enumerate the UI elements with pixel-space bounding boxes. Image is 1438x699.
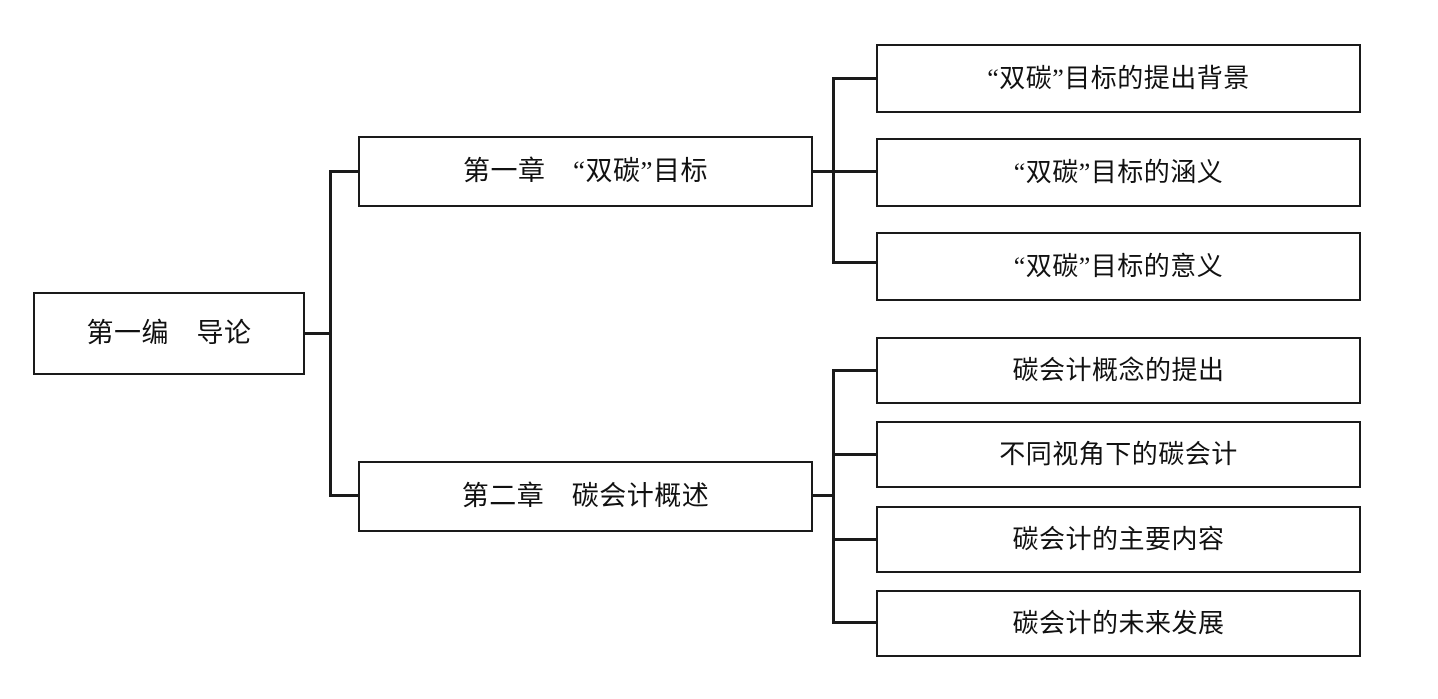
node-leaf-5: 碳会计的主要内容 [876,506,1361,573]
node-root: 第一编 导论 [33,292,305,375]
connector-leaf-0 [832,77,878,80]
node-chapter-2: 第二章 碳会计概述 [358,461,813,532]
node-root-label: 第一编 导论 [86,318,252,348]
node-leaf-3: 碳会计概念的提出 [876,337,1361,404]
node-leaf-2-label: “双碳”目标的意义 [1013,251,1224,281]
node-leaf-0: “双碳”目标的提出背景 [876,44,1361,113]
connector-chapter-1-stub [812,170,835,173]
node-chapter-1: 第一章 “双碳”目标 [358,136,813,207]
node-leaf-5-label: 碳会计的主要内容 [1012,524,1225,554]
connector-branch-chapter-2 [329,494,360,497]
node-leaf-1: “双碳”目标的涵义 [876,138,1361,207]
connector-trunk-main [329,170,332,497]
connector-leaf-3 [832,369,878,372]
node-leaf-6-label: 碳会计的未来发展 [1012,608,1225,638]
connector-trunk-chapter-2 [832,369,835,624]
node-leaf-3-label: 碳会计概念的提出 [1012,355,1225,385]
node-leaf-0-label: “双碳”目标的提出背景 [987,63,1250,93]
connector-leaf-1 [832,170,878,173]
connector-leaf-4 [832,453,878,456]
node-leaf-1-label: “双碳”目标的涵义 [1013,157,1224,187]
node-leaf-2: “双碳”目标的意义 [876,232,1361,301]
connector-branch-chapter-1 [329,170,360,173]
connector-root-stub [305,332,332,335]
connector-leaf-6 [832,621,878,624]
node-chapter-2-label: 第二章 碳会计概述 [461,481,710,511]
node-leaf-6: 碳会计的未来发展 [876,590,1361,657]
node-leaf-4: 不同视角下的碳会计 [876,421,1361,488]
connector-leaf-2 [832,261,878,264]
node-chapter-1-label: 第一章 “双碳”目标 [463,156,708,186]
connector-leaf-5 [832,538,878,541]
node-leaf-4-label: 不同视角下的碳会计 [999,439,1238,469]
connector-chapter-2-stub [812,494,835,497]
